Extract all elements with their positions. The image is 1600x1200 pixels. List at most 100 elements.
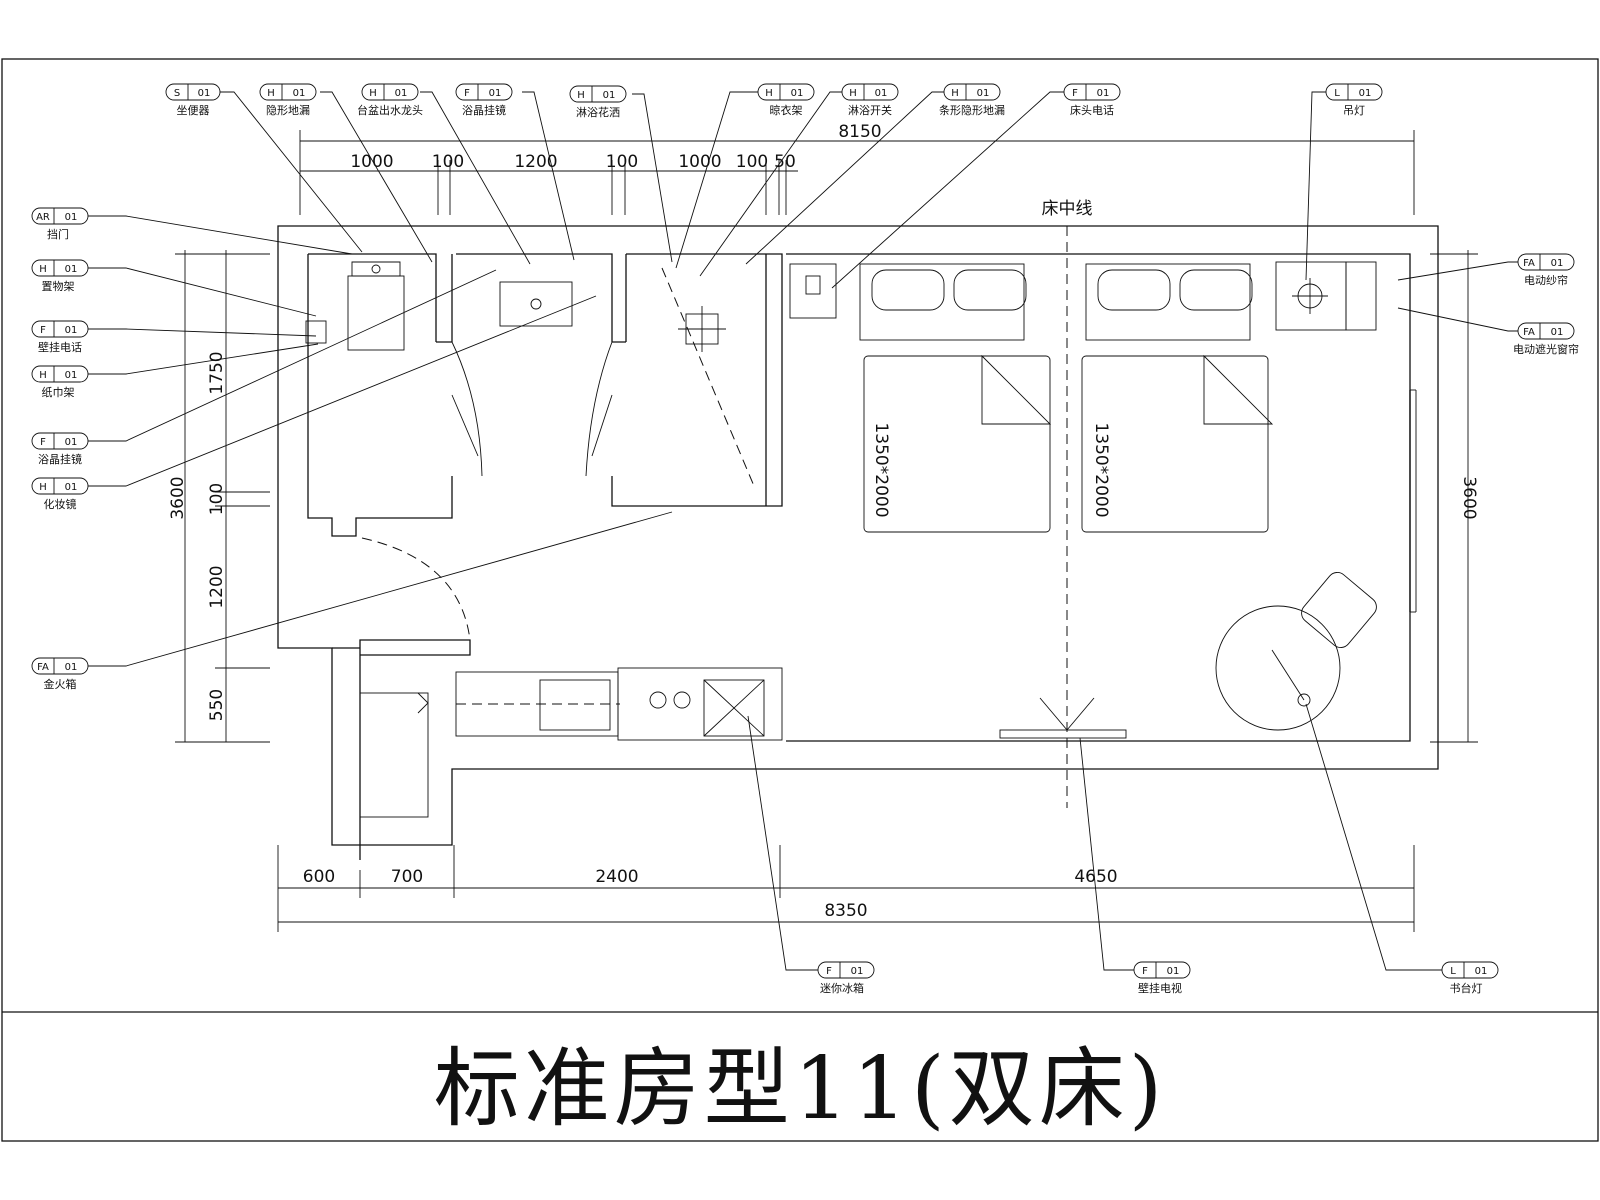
svg-text:01: 01 xyxy=(293,88,306,99)
svg-text:01: 01 xyxy=(65,370,78,381)
tag-left-2: H 01 置物架 xyxy=(31,259,89,293)
dim-top-seg-6: 100 xyxy=(736,152,768,172)
svg-text:01: 01 xyxy=(1475,966,1488,977)
svg-text:壁挂电视: 壁挂电视 xyxy=(1138,981,1182,995)
tag-left-6: H 01 化妆镜 xyxy=(31,477,89,511)
svg-text:H: H xyxy=(267,88,275,99)
tag-right-1: FA 01 电动纱帘 xyxy=(1517,253,1575,287)
right-dimensions: 3600 xyxy=(1430,250,1479,743)
tag-top-8: H 01 条形隐形地漏 xyxy=(939,83,1005,117)
svg-text:挡门: 挡门 xyxy=(47,227,69,241)
svg-text:01: 01 xyxy=(65,212,78,223)
tag-top-7: H 01 淋浴开关 xyxy=(841,83,899,117)
svg-text:F: F xyxy=(40,325,46,336)
tag-left-4: H 01 纸巾架 xyxy=(31,365,89,399)
tag-top-10: L 01 吊灯 xyxy=(1325,83,1383,117)
svg-text:金火箱: 金火箱 xyxy=(44,677,77,691)
svg-text:FA: FA xyxy=(1523,258,1535,269)
svg-text:电动纱帘: 电动纱帘 xyxy=(1524,273,1568,287)
svg-text:FA: FA xyxy=(1523,327,1535,338)
dim-top-seg-4: 100 xyxy=(606,152,638,172)
tag-top-1: S 01 坐便器 xyxy=(165,83,221,117)
svg-text:S: S xyxy=(174,88,180,99)
svg-text:化妆镜: 化妆镜 xyxy=(44,497,77,511)
dim-bottom-seg-4: 4650 xyxy=(1074,867,1117,887)
tag-bottom-2: F 01 壁挂电视 xyxy=(1133,961,1191,995)
top-dimensions: 8150 1000 100 1200 100 1000 100 50 xyxy=(299,122,1415,215)
svg-text:淋浴花洒: 淋浴花洒 xyxy=(576,106,620,119)
svg-text:H: H xyxy=(39,264,47,275)
svg-text:01: 01 xyxy=(791,88,804,99)
dim-right-total: 3600 xyxy=(1459,476,1479,519)
bed-1-size: 1350*2000 xyxy=(871,422,891,517)
svg-text:置物架: 置物架 xyxy=(42,279,75,293)
svg-text:电动遮光窗帘: 电动遮光窗帘 xyxy=(1513,342,1579,356)
svg-text:01: 01 xyxy=(395,88,408,99)
svg-text:壁挂电话: 壁挂电话 xyxy=(38,340,82,354)
tag-top-5: H 01 淋浴花洒 xyxy=(569,85,627,119)
svg-text:H: H xyxy=(765,88,773,99)
tag-top-3: H 01 台盆出水龙头 xyxy=(357,83,423,117)
svg-text:隐形地漏: 隐形地漏 xyxy=(266,104,310,117)
room-walls xyxy=(277,225,1439,860)
tag-left-5: F 01 浴晶挂镜 xyxy=(31,432,89,466)
dim-bottom-total: 8350 xyxy=(824,901,867,921)
svg-text:迷你冰箱: 迷你冰箱 xyxy=(820,981,864,995)
dim-left-seg-2: 100 xyxy=(207,483,227,515)
svg-text:台盆出水龙头: 台盆出水龙头 xyxy=(357,103,423,117)
svg-text:H: H xyxy=(39,482,47,493)
dim-top-seg-1: 1000 xyxy=(350,152,393,172)
svg-text:01: 01 xyxy=(603,90,616,101)
tag-top-4: F 01 浴晶挂镜 xyxy=(455,83,513,117)
svg-text:L: L xyxy=(1450,966,1456,977)
svg-text:F: F xyxy=(1072,88,1078,99)
dim-bottom-seg-1: 600 xyxy=(303,867,335,887)
tag-left-1: AR 01 挡门 xyxy=(31,207,89,241)
tag-top-6: H 01 晾衣架 xyxy=(757,83,815,117)
svg-text:01: 01 xyxy=(1097,88,1110,99)
svg-text:床头电话: 床头电话 xyxy=(1070,103,1114,117)
svg-text:书台灯: 书台灯 xyxy=(1450,981,1483,995)
dim-bottom-seg-3: 2400 xyxy=(595,867,638,887)
svg-text:01: 01 xyxy=(1359,88,1372,99)
annotation-tags: S 01 坐便器 H 01 隐形地漏 H 01 台盆出水龙头 F 01 浴晶挂镜… xyxy=(31,83,1579,995)
svg-text:AR: AR xyxy=(36,212,50,223)
svg-text:晾衣架: 晾衣架 xyxy=(770,103,803,117)
tag-bottom-1: F 01 迷你冰箱 xyxy=(817,961,875,995)
sheet-border xyxy=(1,58,1599,1142)
svg-text:01: 01 xyxy=(851,966,864,977)
svg-text:01: 01 xyxy=(65,437,78,448)
svg-text:01: 01 xyxy=(65,482,78,493)
svg-text:01: 01 xyxy=(65,662,78,673)
svg-text:坐便器: 坐便器 xyxy=(177,104,210,117)
dim-left-seg-4: 550 xyxy=(207,689,227,721)
svg-text:H: H xyxy=(39,370,47,381)
svg-text:L: L xyxy=(1334,88,1340,99)
dim-bottom-seg-2: 700 xyxy=(391,867,423,887)
svg-text:H: H xyxy=(577,90,585,101)
svg-text:H: H xyxy=(951,88,959,99)
bathroom-fixtures xyxy=(305,261,755,487)
tag-right-2: FA 01 电动遮光窗帘 xyxy=(1513,322,1579,356)
dim-top-seg-7: 50 xyxy=(774,152,796,172)
bottom-dimensions: 600 700 2400 4650 8350 xyxy=(277,845,1415,932)
svg-text:01: 01 xyxy=(65,264,78,275)
svg-text:F: F xyxy=(826,966,832,977)
dim-top-seg-5: 1000 xyxy=(678,152,721,172)
svg-text:F: F xyxy=(1142,966,1148,977)
svg-text:浴晶挂镜: 浴晶挂镜 xyxy=(462,103,506,117)
tag-left-7: FA 01 金火箱 xyxy=(31,657,89,691)
tag-left-3: F 01 壁挂电话 xyxy=(31,320,89,354)
svg-text:F: F xyxy=(40,437,46,448)
dim-left-seg-3: 1200 xyxy=(207,565,227,608)
beds: 1350*2000 1350*2000 床中线 xyxy=(859,199,1274,808)
dim-left-total: 3600 xyxy=(168,476,188,519)
svg-text:条形隐形地漏: 条形隐形地漏 xyxy=(939,103,1005,117)
room-furniture xyxy=(789,261,1377,739)
svg-text:01: 01 xyxy=(875,88,888,99)
svg-text:01: 01 xyxy=(198,88,211,99)
tag-bottom-3: L 01 书台灯 xyxy=(1441,961,1499,995)
svg-text:01: 01 xyxy=(489,88,502,99)
tag-top-9: F 01 床头电话 xyxy=(1063,83,1121,117)
